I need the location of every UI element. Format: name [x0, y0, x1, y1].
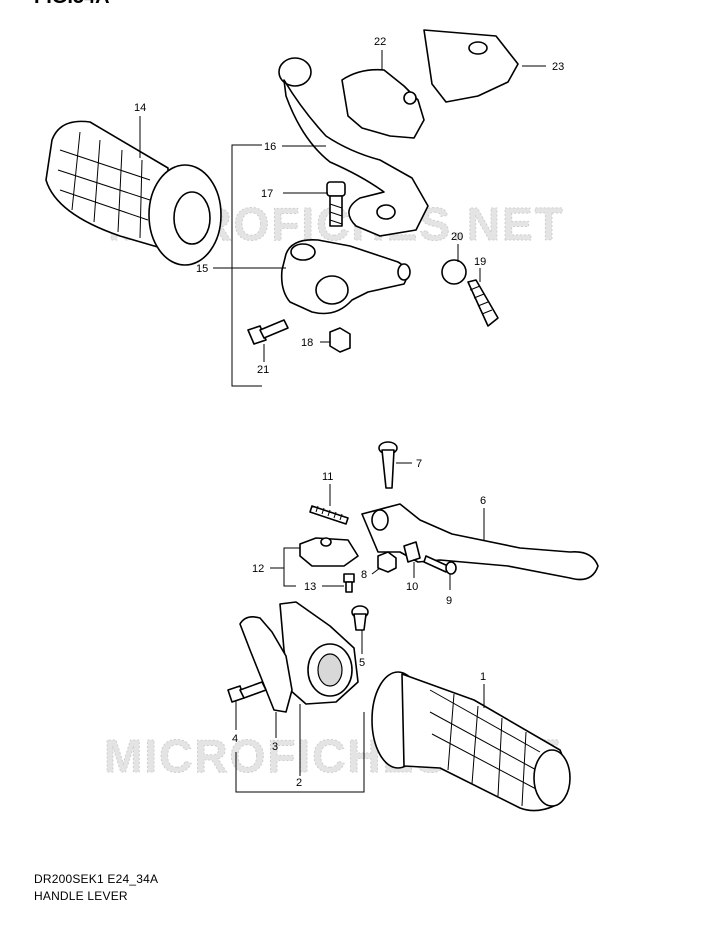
bolt-4 — [227, 681, 267, 703]
bolt-21 — [247, 319, 289, 345]
right-grip-1 — [371, 671, 571, 812]
clutch-lever-16 — [278, 57, 429, 237]
pivot-pin-7 — [378, 441, 398, 489]
switch-bracket-22 — [341, 68, 425, 139]
callout-16: 16 — [264, 141, 276, 153]
brake-switch-12 — [299, 537, 359, 567]
screw-13 — [343, 573, 355, 593]
adjust-screw-11 — [309, 505, 349, 525]
callout-12: 12 — [252, 563, 264, 575]
callout-18: 18 — [301, 337, 313, 349]
callout-labels: 14 16 17 15 18 21 20 19 22 23 7 11 6 12 … — [134, 36, 564, 789]
callout-5: 5 — [359, 657, 365, 669]
callout-13: 13 — [304, 581, 316, 593]
adjuster-19 — [467, 279, 499, 327]
bolt-9 — [423, 555, 457, 575]
group-bracket-top — [231, 144, 262, 387]
callout-21: 21 — [257, 364, 269, 376]
callout-22: 22 — [374, 36, 386, 48]
callout-20: 20 — [451, 231, 463, 243]
diagram-name: HANDLE LEVER — [34, 889, 128, 903]
nut-18 — [329, 327, 351, 353]
callout-1: 1 — [480, 671, 486, 683]
holder-half-3 — [239, 616, 293, 713]
nut-8 — [377, 551, 397, 573]
callout-8: 8 — [361, 569, 367, 581]
switch-cover-23 — [423, 29, 519, 103]
bolt-17 — [326, 181, 346, 227]
callout-10: 10 — [406, 581, 418, 593]
clutch-lever-holder-15 — [280, 238, 411, 315]
callout-2: 2 — [296, 777, 302, 789]
callout-14: 14 — [134, 102, 146, 114]
bolt-5 — [351, 605, 369, 631]
left-grip-14 — [45, 120, 222, 266]
leader-lines-bottom — [235, 462, 485, 776]
callout-15: 15 — [196, 263, 208, 275]
callout-4: 4 — [232, 733, 238, 745]
callout-3: 3 — [272, 741, 278, 753]
group-bracket-bottom — [235, 712, 365, 793]
callout-6: 6 — [480, 495, 486, 507]
callout-11: 11 — [322, 471, 333, 483]
callout-9: 9 — [446, 595, 452, 607]
collar-10 — [403, 541, 421, 563]
leader-lines-top — [139, 50, 546, 362]
figure-title: FIG.34A — [34, 0, 110, 9]
callout-19: 19 — [474, 256, 486, 268]
callout-23: 23 — [552, 61, 564, 73]
callout-7: 7 — [416, 458, 422, 470]
brake-lever-6 — [361, 503, 599, 581]
locknut-20 — [441, 259, 467, 285]
diagram-code: DR200SEK1 E24_34A — [34, 872, 159, 886]
callout-17: 17 — [261, 188, 273, 200]
